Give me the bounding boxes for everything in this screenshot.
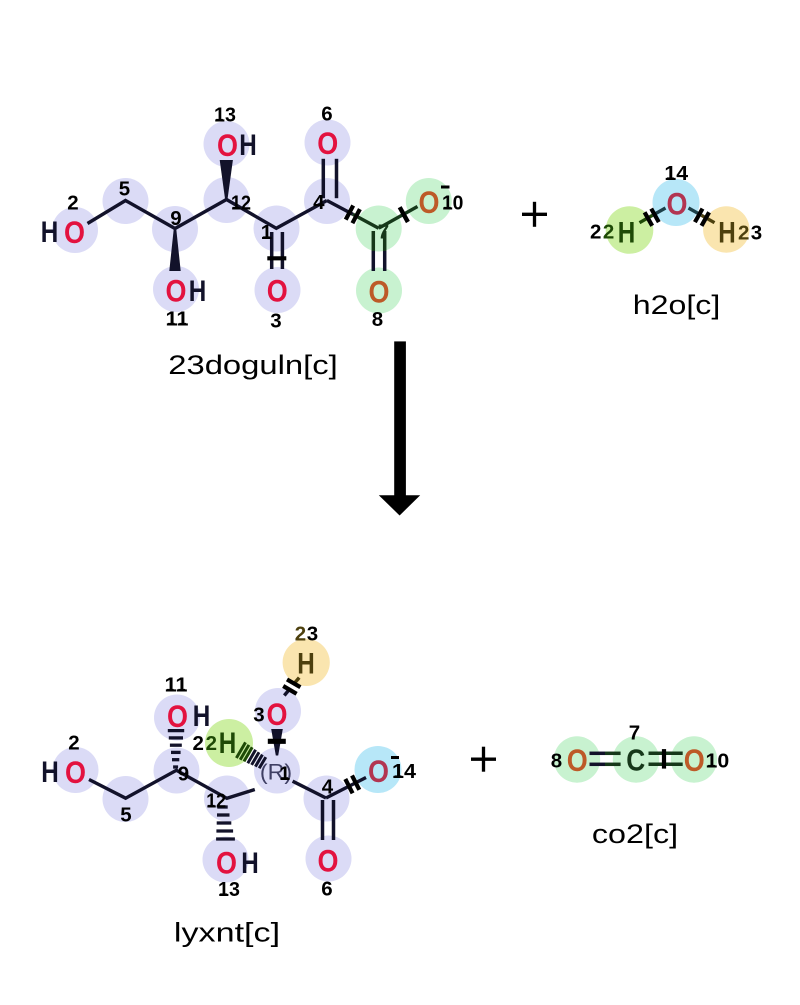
svg-text:3: 3 xyxy=(751,222,762,245)
svg-text:13: 13 xyxy=(214,104,236,127)
svg-text:2: 2 xyxy=(192,732,203,755)
svg-text:1: 1 xyxy=(261,221,272,244)
svg-text:13: 13 xyxy=(218,878,240,901)
svg-text:6: 6 xyxy=(321,878,332,901)
svg-text:H: H xyxy=(189,275,207,308)
svg-text:O: O xyxy=(216,844,237,880)
svg-text:9: 9 xyxy=(178,763,189,786)
svg-text:O: O xyxy=(267,696,288,732)
svg-text:2: 2 xyxy=(590,221,601,244)
svg-text:O: O xyxy=(267,272,288,308)
svg-text:lyxnt[c]: lyxnt[c] xyxy=(174,918,280,948)
svg-text:2: 2 xyxy=(295,623,306,646)
svg-text:O: O xyxy=(667,185,688,221)
svg-text:8: 8 xyxy=(372,308,383,331)
svg-text:3: 3 xyxy=(270,310,281,333)
svg-text:C: C xyxy=(626,742,645,777)
svg-text:O: O xyxy=(166,272,187,308)
svg-text:2: 2 xyxy=(603,221,614,244)
svg-text:2: 2 xyxy=(67,192,78,215)
svg-text:11: 11 xyxy=(166,308,189,331)
svg-text:3: 3 xyxy=(307,623,318,646)
svg-text:O: O xyxy=(318,842,339,878)
svg-text:3: 3 xyxy=(253,704,264,727)
svg-text:H: H xyxy=(193,700,211,733)
svg-text:H: H xyxy=(41,216,59,249)
svg-text:14: 14 xyxy=(392,760,417,783)
svg-text:7: 7 xyxy=(378,221,389,244)
svg-text:H: H xyxy=(239,129,257,162)
svg-text:5: 5 xyxy=(120,804,131,827)
svg-text:7: 7 xyxy=(629,722,640,745)
svg-text:5: 5 xyxy=(119,178,130,201)
svg-text:O: O xyxy=(217,127,238,163)
svg-text:10: 10 xyxy=(706,750,730,773)
svg-text:H: H xyxy=(41,756,59,789)
svg-text:9: 9 xyxy=(170,207,181,230)
svg-text:2: 2 xyxy=(206,732,217,755)
svg-text:23doguln[c]: 23doguln[c] xyxy=(168,350,338,380)
svg-text:12: 12 xyxy=(231,192,251,215)
svg-text:10: 10 xyxy=(442,192,464,215)
svg-text:H: H xyxy=(297,647,315,680)
svg-text:8: 8 xyxy=(551,750,562,773)
svg-text:H: H xyxy=(718,216,736,249)
svg-text:O: O xyxy=(64,214,85,250)
svg-text:4: 4 xyxy=(322,776,334,799)
svg-text:H: H xyxy=(618,216,636,249)
svg-text:H: H xyxy=(241,847,259,880)
svg-text:O: O xyxy=(317,125,338,161)
svg-text:O: O xyxy=(567,742,588,778)
svg-text:O: O xyxy=(65,754,86,790)
svg-text:2: 2 xyxy=(68,732,79,755)
svg-text:h2o[c]: h2o[c] xyxy=(633,290,721,320)
svg-text:4: 4 xyxy=(313,191,325,214)
svg-text:(R): (R) xyxy=(260,760,292,785)
svg-text:2: 2 xyxy=(738,222,749,245)
svg-text:12: 12 xyxy=(206,790,226,813)
svg-text:O: O xyxy=(419,184,440,220)
svg-text:O: O xyxy=(369,273,390,309)
svg-text:O: O xyxy=(684,742,705,778)
svg-text:11: 11 xyxy=(165,674,188,697)
svg-text:co2[c]: co2[c] xyxy=(592,819,678,849)
svg-text:1: 1 xyxy=(279,763,290,785)
svg-text:H: H xyxy=(219,727,237,760)
svg-text:O: O xyxy=(167,698,188,734)
svg-text:O: O xyxy=(368,753,389,789)
svg-text:6: 6 xyxy=(321,103,332,126)
svg-text:14: 14 xyxy=(664,162,688,185)
